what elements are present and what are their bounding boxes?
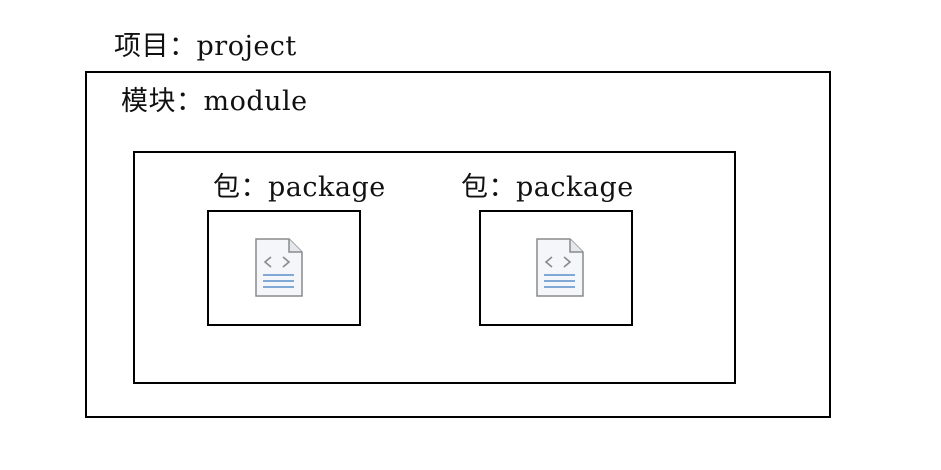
- package-label-2: 包：package: [461, 172, 634, 203]
- project-label: 项目：project: [114, 31, 297, 62]
- code-file-icon: [536, 238, 584, 297]
- code-file-icon: [255, 238, 303, 297]
- module-label: 模块：module: [121, 86, 308, 117]
- package-label-1: 包：package: [213, 172, 386, 203]
